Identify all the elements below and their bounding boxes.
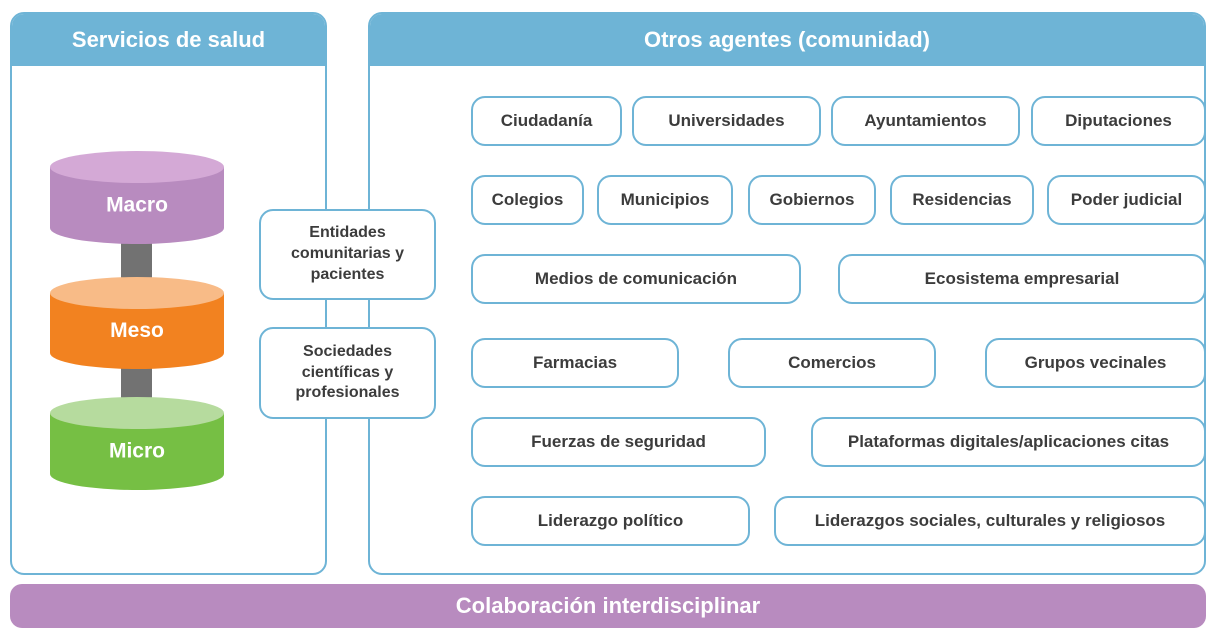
agent-pill: Comercios — [728, 338, 936, 388]
agent-pill: Farmacias — [471, 338, 679, 388]
agent-pill: Liderazgo político — [471, 496, 750, 546]
community-entities-box: Entidades comunitarias y pacientes — [259, 209, 436, 300]
level-label: Micro — [109, 440, 165, 463]
agent-pill: Colegios — [471, 175, 584, 225]
agent-pill: Diputaciones — [1031, 96, 1206, 146]
agent-pill: Universidades — [632, 96, 821, 146]
level-cylinder-macro: Macro — [50, 151, 224, 244]
agent-pill: Poder judicial — [1047, 175, 1206, 225]
agent-pill: Municipios — [597, 175, 733, 225]
agent-pill: Gobiernos — [748, 175, 876, 225]
level-label: Meso — [110, 319, 164, 342]
agent-pill: Liderazgos sociales, culturales y religi… — [774, 496, 1206, 546]
scientific-societies-box: Sociedades científicas y profesionales — [259, 327, 436, 419]
agent-pill: Ayuntamientos — [831, 96, 1020, 146]
agent-pill: Medios de comunicación — [471, 254, 801, 304]
agent-pill: Ciudadanía — [471, 96, 622, 146]
other-agents-title: Otros agentes (comunidad) — [370, 14, 1204, 66]
agent-pill: Ecosistema empresarial — [838, 254, 1206, 304]
agent-pill: Plataformas digitales/aplicaciones citas — [811, 417, 1206, 467]
level-cylinder-meso: Meso — [50, 277, 224, 369]
agent-pill: Fuerzas de seguridad — [471, 417, 766, 467]
agent-pill: Residencias — [890, 175, 1034, 225]
health-services-title: Servicios de salud — [12, 14, 325, 66]
interdisciplinary-collaboration-banner: Colaboración interdisciplinar — [10, 584, 1206, 628]
level-label: Macro — [106, 194, 168, 217]
agent-pill: Grupos vecinales — [985, 338, 1206, 388]
level-cylinder-micro: Micro — [50, 397, 224, 490]
